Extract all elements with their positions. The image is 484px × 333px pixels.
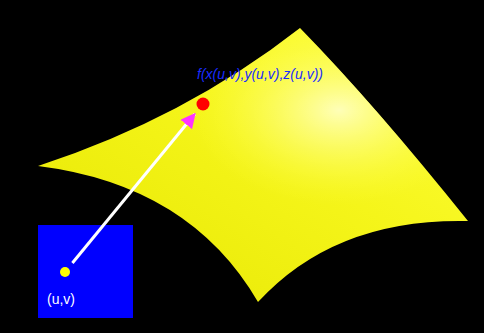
parameter-label: (u,v) bbox=[44, 291, 100, 307]
parameter-point bbox=[60, 267, 70, 277]
domain-point-box: (u,v) bbox=[44, 263, 100, 311]
function-label: f(x(u,v),y(u,v),z(u,v)) bbox=[194, 66, 332, 82]
mapping-arrow bbox=[72, 114, 194, 263]
surface-point-box: f(x(u,v),y(u,v),z(u,v)) bbox=[194, 64, 332, 114]
surface-point bbox=[197, 98, 210, 111]
parameter-domain-square bbox=[38, 225, 133, 318]
